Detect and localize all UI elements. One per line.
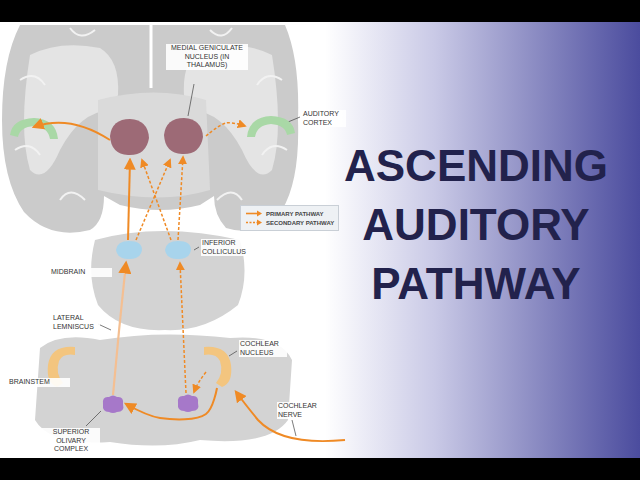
legend-row: PRIMARY PATHWAY bbox=[245, 209, 334, 218]
callout-label: AUDITORY CORTEX bbox=[302, 110, 346, 127]
legend-line bbox=[246, 213, 258, 215]
callout-label: MEDIAL GENICULATE NUCLEUS (IN THALAMUS) bbox=[166, 44, 248, 70]
title: ASCENDING AUDITORY PATHWAY bbox=[330, 136, 622, 313]
frame-bar bbox=[0, 458, 640, 480]
thalamus-region bbox=[98, 93, 210, 198]
legend-arrowhead bbox=[257, 211, 262, 217]
structure: MEDIAL GENICULATE NUCLEUS (IN THALAMUS) bbox=[160, 115, 206, 157]
legend: PRIMARY PATHWAY SECONDARY PATHWAY bbox=[240, 205, 339, 231]
auditory-cortex-left bbox=[10, 118, 58, 139]
primary-arrow bbox=[128, 160, 130, 240]
fissure bbox=[150, 25, 153, 88]
secondary-arrow bbox=[136, 160, 170, 240]
nucleus-blob bbox=[163, 240, 193, 260]
structure: COCHLEAR NUCLEUS bbox=[200, 343, 234, 388]
region-label: LATERAL LEMNISCUS bbox=[52, 314, 100, 331]
structure: INFERIOR COLLICULUS bbox=[163, 240, 193, 260]
legend-sample bbox=[245, 210, 263, 217]
nucleus-band bbox=[200, 343, 234, 388]
region-label: BRAINSTEM bbox=[8, 378, 70, 387]
mgn-left bbox=[110, 119, 149, 155]
cerebrum bbox=[2, 25, 298, 233]
secondary-arrow bbox=[206, 123, 245, 136]
secondary-arrow bbox=[178, 157, 183, 240]
callout-label: SUPERIOR OLIVARY COMPLEX bbox=[42, 428, 100, 454]
secondary-arrow bbox=[180, 263, 186, 393]
nucleus-blob bbox=[164, 118, 203, 154]
cochlear-nerve-line bbox=[236, 392, 345, 441]
legend-sample bbox=[245, 219, 263, 226]
nucleus-blob bbox=[160, 115, 206, 157]
secondary-arrow bbox=[194, 372, 206, 392]
primary-arrow bbox=[34, 123, 110, 140]
title-panel bbox=[325, 22, 640, 458]
primary-arrow bbox=[126, 388, 217, 419]
nucleus-blob bbox=[165, 241, 191, 259]
legend-text: SECONDARY PATHWAY bbox=[266, 220, 334, 226]
nucleus-blob bbox=[103, 396, 124, 414]
leader-line bbox=[86, 84, 300, 436]
lateral-lemniscus-line bbox=[113, 263, 126, 395]
legend-row: SECONDARY PATHWAY bbox=[245, 218, 334, 227]
structure: AUDITORY CORTEX bbox=[245, 113, 297, 139]
region-label: COCHLEAR NERVE bbox=[277, 402, 323, 419]
region-label: MIDBRAIN bbox=[50, 268, 112, 277]
inferior-colliculus-left bbox=[116, 241, 142, 259]
legend-arrowhead bbox=[257, 220, 262, 226]
superior-olive-right bbox=[178, 395, 199, 413]
legend-line bbox=[246, 222, 258, 224]
callout-label: INFERIOR COLLICULUS bbox=[201, 239, 253, 256]
cortex-band bbox=[247, 116, 295, 137]
frame-bar bbox=[0, 0, 640, 22]
nucleus-band bbox=[204, 347, 231, 387]
secondary-arrow bbox=[142, 160, 171, 240]
nucleus-blob bbox=[100, 394, 126, 414]
structure: SUPERIOR OLIVARY COMPLEX bbox=[100, 394, 126, 414]
cortex-band bbox=[245, 113, 297, 139]
legend-text: PRIMARY PATHWAY bbox=[266, 211, 324, 217]
callout-label: COCHLEAR NUCLEUS bbox=[239, 340, 287, 357]
gyri bbox=[15, 28, 287, 200]
